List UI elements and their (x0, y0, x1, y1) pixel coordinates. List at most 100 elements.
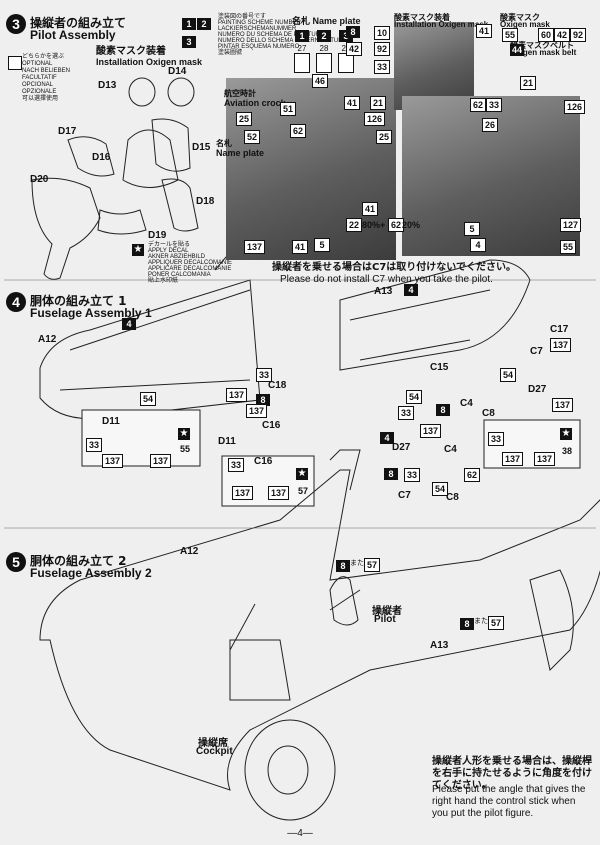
pilot-label-jp: 操縦者 (372, 606, 402, 617)
part-a12: A12 (38, 334, 57, 345)
s4-color-4: 4 (122, 318, 136, 330)
part-d19: D19 (148, 230, 167, 241)
mask2-label-en: Installation Oxigen mask (394, 20, 489, 29)
color-33: 33 (374, 60, 391, 74)
step-number-5: 5 (6, 552, 26, 572)
s5-color-57b: 57 (488, 616, 505, 630)
cockpit-label-en: Cockpit (196, 746, 233, 757)
d14-head-drawing (167, 77, 195, 107)
color-62b: 62 (388, 218, 405, 232)
d13-head-drawing (128, 77, 156, 107)
s4-color-137c: 137 (550, 338, 572, 352)
page-number: —4— (287, 828, 313, 839)
d11-color-137b: 137 (150, 454, 172, 468)
color-55b: 55 (560, 240, 577, 254)
oxmask-label-jp: 酸素マスク (500, 13, 540, 22)
color-33b: 33 (486, 98, 503, 112)
s4-color-33c: 33 (404, 468, 421, 482)
s5-color-8b: 8 (460, 618, 474, 630)
part-c17: C17 (550, 324, 569, 335)
c17-decal-icon: ★ (560, 428, 572, 440)
d18-arm-drawing (161, 178, 199, 232)
part-d11-b: D11 (218, 436, 236, 447)
color-46: 46 (312, 74, 329, 88)
d20-legs-drawing (31, 177, 101, 280)
cowl-ring-drawing (267, 745, 309, 795)
c16-decal-icon: ★ (296, 468, 308, 480)
color-42: 42 (346, 42, 363, 56)
color-41b: 41 (362, 202, 379, 216)
d15-arm-drawing (151, 118, 191, 172)
step-number-3: 3 (6, 14, 26, 34)
part-d14: D14 (168, 66, 187, 77)
crock-label-jp: 航空時計 (224, 89, 256, 98)
s5-color-8: 8 (336, 560, 350, 572)
crock-label-en: Aviation crock (224, 98, 286, 108)
color-126: 126 (364, 112, 386, 126)
d11-color-137: 137 (102, 454, 124, 468)
part-a13-s5: A13 (430, 640, 449, 651)
part-c18: C18 (268, 380, 287, 391)
d11-decal-55: 55 (180, 444, 191, 454)
mask-install-label: 酸素マスク装着 Installation Oxigen mask (96, 46, 203, 67)
s4-color-54c: 54 (500, 368, 517, 382)
part-c16: C16 (262, 420, 281, 431)
s4-color-137d: 137 (552, 398, 574, 412)
nameplate-label-jp: 名札 (216, 139, 232, 148)
color-137: 137 (244, 240, 266, 254)
engine-cowl-drawing (244, 719, 336, 821)
color-8: 8 (346, 26, 360, 38)
color-41c: 41 (292, 240, 309, 254)
color-5: 5 (314, 238, 330, 252)
color-60: 60 (538, 28, 555, 42)
belt-label-en: Oxigen mask belt (510, 48, 577, 57)
tail-fin-drawing (529, 569, 574, 671)
part-c16-b: C16 (254, 456, 273, 467)
d11-decal-icon: ★ (178, 428, 190, 440)
color-21b: 21 (520, 76, 537, 90)
color-21: 21 (370, 96, 387, 110)
color-126b: 126 (564, 100, 586, 114)
color-41: 41 (344, 96, 361, 110)
pilot-photo-mask (394, 22, 474, 110)
part-c15: C15 (430, 362, 449, 373)
s4-color-54d: 54 (432, 482, 449, 496)
part-c4: C4 (460, 398, 473, 409)
s4-color-33: 33 (256, 368, 273, 382)
s4-color-4c: 4 (380, 432, 394, 444)
pilot-label-en: Pilot (374, 614, 396, 625)
part-d18: D18 (196, 196, 215, 207)
part-d15: D15 (192, 142, 211, 153)
color-51: 51 (280, 102, 297, 116)
s4-color-137e: 137 (420, 424, 442, 438)
optional-icon (8, 56, 22, 70)
s4-color-8c: 8 (384, 468, 398, 480)
color-92b: 92 (570, 28, 587, 42)
c17-color-137b: 137 (534, 452, 556, 466)
color-62: 62 (290, 124, 307, 138)
leader-pilot (329, 589, 361, 611)
part-d27-b: D27 (392, 442, 411, 453)
pilot-note-jp: 操縦者を乗せる場合はC7は取り付けないでください。 (272, 262, 516, 273)
part-a12-s5: A12 (180, 546, 199, 557)
color-10: 10 (374, 26, 391, 40)
part-c7-b: C7 (398, 490, 411, 501)
c16-color-137b: 137 (268, 486, 290, 500)
part-d16: D16 (92, 152, 111, 163)
part-d13: D13 (98, 80, 117, 91)
color-52: 52 (244, 130, 261, 144)
c17-color-33: 33 (488, 432, 505, 446)
step4-title-en: Fuselage Assembly 1 (30, 306, 152, 320)
s4-color-33b: 33 (398, 406, 415, 420)
d11-color-33: 33 (86, 438, 103, 452)
color-55: 55 (502, 28, 519, 42)
s5-color-57: 57 (364, 558, 381, 572)
leader-cockpit (229, 603, 256, 651)
s4-color-137: 137 (226, 388, 248, 402)
s4-color-137b: 137 (246, 404, 268, 418)
name-plate-numbers: 127 228 329 (292, 26, 356, 73)
fuselage-right-lines (349, 289, 491, 361)
step3-title-jp: 操縦者の組み立て (30, 16, 127, 30)
mix-80: 80%+ (362, 220, 386, 230)
